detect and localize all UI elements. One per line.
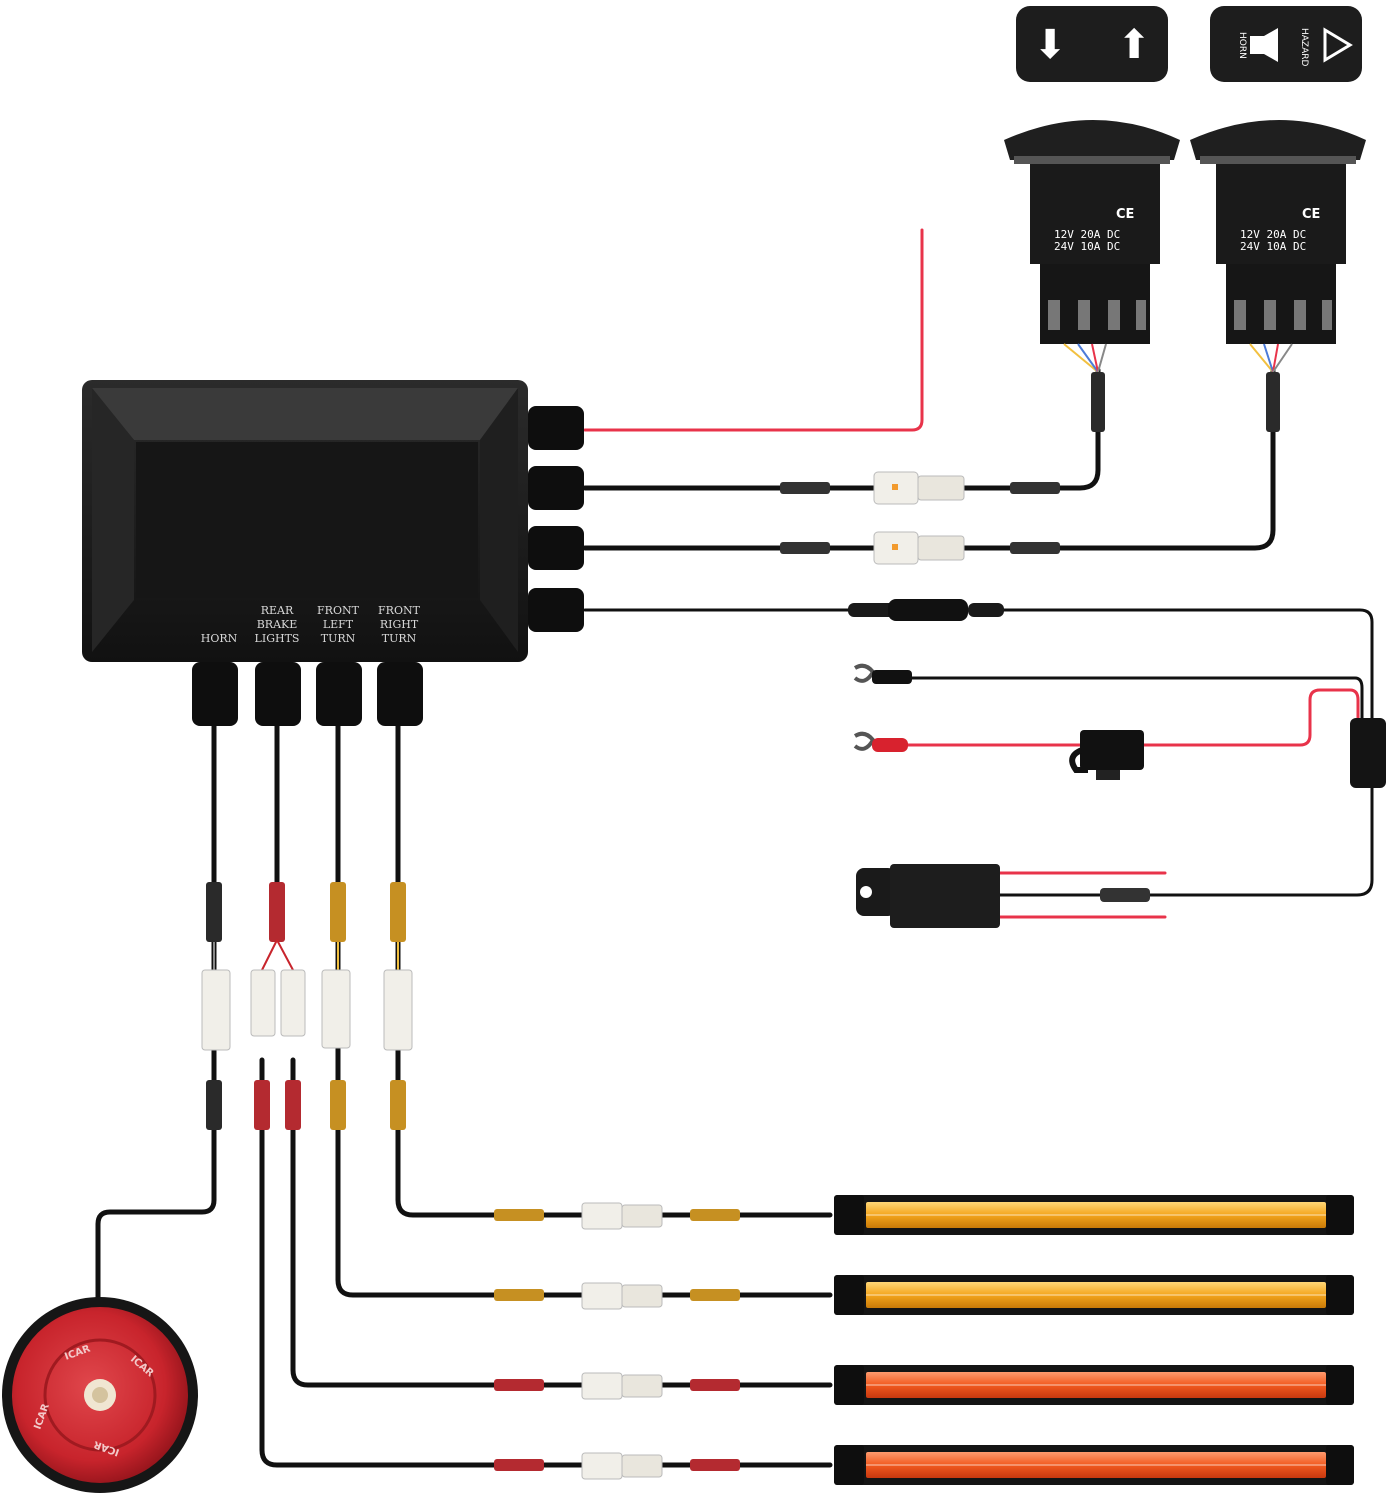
port-label-rear-brake: REAR	[261, 604, 294, 617]
hazard-triangle-icon	[1323, 27, 1353, 63]
ground-terminal-wire	[903, 676, 1364, 722]
port-label-front-right: FRONT	[378, 604, 421, 617]
horn-text: HORN	[1237, 32, 1247, 59]
port-label-front-right: RIGHT	[380, 618, 419, 631]
turn-switch-wire	[582, 367, 1101, 491]
battery-ring-terminal	[853, 731, 908, 752]
ce-mark: CE	[1302, 207, 1320, 222]
relay	[856, 864, 1150, 928]
ce-mark: CE	[1116, 207, 1134, 222]
port-label-rear-brake: LIGHTS	[255, 632, 300, 645]
horn-hazard-switch-cap: HORN HAZARD	[1210, 6, 1362, 82]
rear-brake-output-wire-b	[290, 1057, 833, 1388]
hazard-text: HAZARD	[1299, 28, 1309, 67]
ground-ring-terminal	[853, 663, 912, 684]
horn-output-wire	[95, 722, 217, 1313]
switch-rating-12v: 12V 20A DC	[1240, 228, 1306, 241]
output-connectors	[201, 882, 413, 1130]
switch-rating-24v: 24V 10A DC	[1054, 240, 1120, 253]
led-strip-front-right	[494, 1195, 1354, 1235]
port-labels: HORNREARBRAKELIGHTSFRONTLEFTTURNFRONTRIG…	[201, 604, 421, 645]
red-power-wire	[583, 228, 924, 432]
port-label-front-right: TURN	[382, 632, 417, 645]
wires	[95, 228, 1374, 1468]
switch-rating-12v: 12V 20A DC	[1054, 228, 1120, 241]
horn-icon	[1250, 28, 1278, 62]
port-label-rear-brake: BRAKE	[257, 618, 298, 631]
splice-block	[1350, 718, 1386, 788]
port-label-horn: HORN	[201, 632, 238, 645]
fuse-holder	[1069, 730, 1144, 780]
led-strip-rear-brake-b	[494, 1445, 1354, 1485]
horn: ICAR ICAR ICAR ICAR	[2, 1297, 198, 1493]
rear-brake-output-wire-a	[259, 1057, 833, 1468]
turn-switch-cap: ⬇ ⬆	[1016, 6, 1168, 82]
arrow-up-icon: ⬆	[1117, 22, 1151, 68]
front-left-output-wire	[335, 722, 833, 1298]
side-ports	[528, 406, 584, 632]
power-connector	[848, 599, 1004, 621]
switch-rating-24v: 24V 10A DC	[1240, 240, 1306, 253]
led-strips	[494, 1195, 1354, 1485]
arrow-down-icon: ⬇	[1033, 22, 1067, 68]
port-label-front-left: LEFT	[323, 618, 354, 631]
led-strip-front-left	[494, 1275, 1354, 1315]
port-label-front-left: FRONT	[317, 604, 360, 617]
front-right-output-wire	[395, 722, 833, 1218]
hazard-switch-wire	[582, 367, 1276, 551]
power-wire	[583, 608, 1374, 897]
led-strip-rear-brake-a	[494, 1365, 1354, 1405]
control-box: HORNREARBRAKELIGHTSFRONTLEFTTURNFRONTRIG…	[82, 380, 584, 726]
port-label-front-left: TURN	[321, 632, 356, 645]
bottom-ports	[192, 662, 423, 726]
switch-connectors	[780, 471, 1060, 565]
battery-terminal-wire	[903, 688, 1360, 747]
